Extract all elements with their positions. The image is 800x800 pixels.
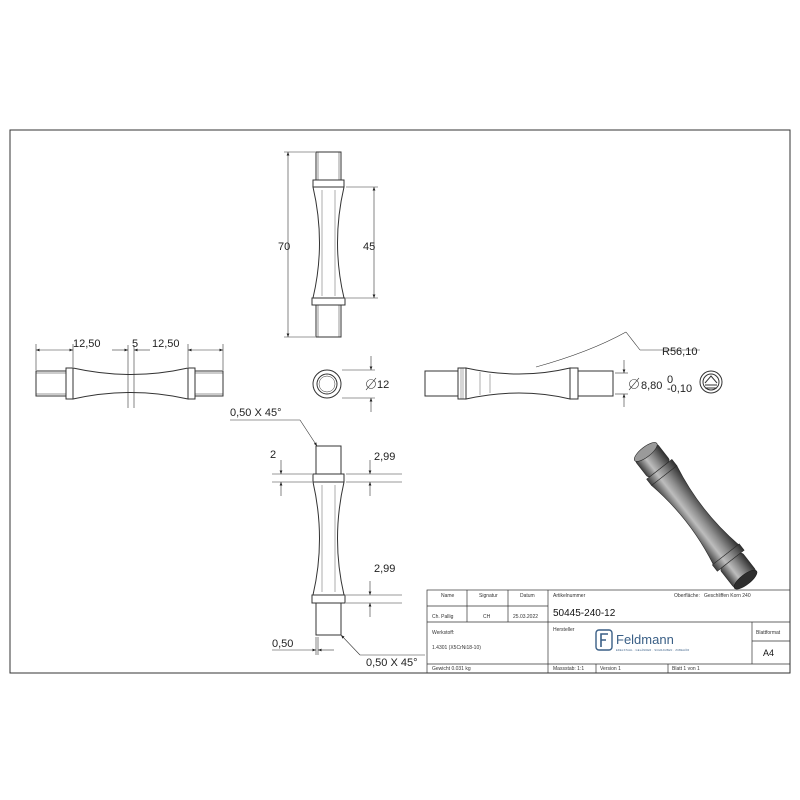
tb-author: Ch. Pallig [432, 614, 454, 620]
tb-surface-label: Oberfläche: [674, 593, 700, 599]
end-view-dimensions [342, 356, 377, 412]
tb-material-value: 1.4301 (X5CrNi18-10) [432, 645, 481, 651]
dim-chamfer-bottom: 0,50 X 45° [366, 657, 418, 669]
tb-sheet-format-label: Blattformat [756, 630, 781, 636]
dim-bottom-collar: 2,99 [374, 563, 395, 575]
tb-weight: Gewicht 0.031 kg [432, 666, 471, 672]
tb-article-number: 50445-240-12 [553, 608, 616, 619]
side-view-right [424, 367, 614, 400]
dim-top-collar: 2,99 [374, 451, 395, 463]
front-view-dimensions [284, 151, 378, 338]
tb-surface-value: Geschliffen Korn 240 [704, 593, 751, 599]
detail-view-dimensions [230, 419, 425, 656]
isometric-render [633, 442, 758, 590]
tb-material-label: Werkstoff: [432, 630, 454, 636]
dim-chamfer-top: 0,50 X 45° [230, 407, 282, 419]
feldmann-logo: Feldmann EDELSTAHL · GELÄNDER · SCHRAUBE… [595, 629, 689, 652]
tb-sign: CH [483, 614, 491, 620]
front-view [311, 151, 346, 338]
tb-sheet: Blatt 1 von 1 [672, 666, 700, 672]
tb-col-name: Name [441, 593, 455, 599]
logo-name: Feldmann [616, 632, 674, 647]
dim-left-width-c: 12,50 [152, 338, 180, 350]
dim-left-width-a: 12,50 [73, 338, 101, 350]
drawing-frame [9, 129, 791, 674]
tb-date: 25.03.2022 [513, 614, 538, 620]
dim-left-width-b: 5 [132, 338, 138, 350]
logo-tagline: EDELSTAHL · GELÄNDER · SCHRAUBEN · ZUBEH… [616, 648, 689, 652]
dim-top-step: 2 [270, 449, 276, 461]
dim-waist-diameter: 8,80 [641, 380, 662, 392]
side-view-left-dimensions [35, 344, 224, 408]
end-view [312, 369, 342, 399]
title-block [426, 589, 791, 674]
tb-col-date: Datum [520, 593, 535, 599]
dim-tol-upper: 0 [667, 374, 673, 386]
tb-version: Version 1 [600, 666, 621, 672]
tb-manufacturer-label: Hersteller [553, 627, 575, 633]
tb-sheet-format: A4 [763, 648, 774, 658]
detail-view [311, 445, 346, 636]
tb-article-label: Artikelnummer [553, 593, 586, 599]
dim-overall-length: 70 [278, 241, 290, 253]
dim-bottom-offset: 0,50 [272, 638, 293, 650]
dim-tol-lower: -0,10 [667, 383, 692, 395]
tb-col-signature: Signatur [479, 593, 498, 599]
dim-radius: R56,10 [662, 346, 697, 358]
side-view-right-dimensions [535, 331, 700, 407]
surface-finish-icon [699, 370, 723, 394]
dim-body-length: 45 [363, 241, 375, 253]
side-view-left [35, 367, 224, 400]
tb-scale: Massstab: 1:1 [553, 666, 584, 672]
dim-end-diameter: 12 [377, 379, 389, 391]
